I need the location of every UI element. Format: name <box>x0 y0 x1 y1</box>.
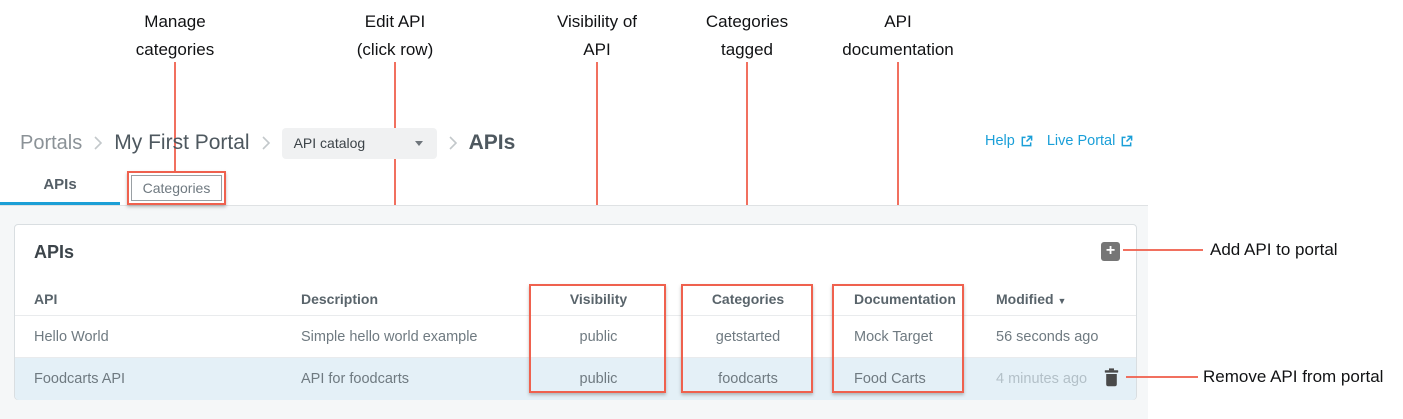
table-row-hello-world[interactable]: Hello World Simple hello world example p… <box>15 316 1136 358</box>
column-header-documentation: Documentation <box>854 290 956 307</box>
annotation-manage-categories: Manage categories <box>135 12 215 59</box>
column-header-categories: Categories <box>711 290 785 307</box>
remove-api-button[interactable] <box>1104 368 1119 387</box>
breadcrumb-current-apis: APIs <box>468 131 516 154</box>
cell-modified: 56 seconds ago <box>996 328 1099 345</box>
cell-categories: getstarted <box>715 328 781 345</box>
live-portal-link[interactable]: Live Portal <box>1047 133 1134 149</box>
breadcrumb: Portals My First Portal API catalog APIs <box>20 126 515 160</box>
chevron-down-icon <box>414 140 423 146</box>
annotation-box-documentation-column <box>832 284 964 393</box>
sort-descending-icon: ▼ <box>1057 295 1067 306</box>
cell-description: Simple hello world example <box>301 328 478 345</box>
tab-categories[interactable]: Categories <box>131 175 222 201</box>
cell-description: API for foodcarts <box>301 371 409 387</box>
annotation-box-visibility-column <box>529 284 666 393</box>
external-link-icon <box>1021 135 1033 146</box>
breadcrumb-portals[interactable]: Portals <box>20 131 83 154</box>
annotation-line-manage-categories <box>174 62 176 171</box>
table-header-row: API Description Visibility Categories Do… <box>15 282 1136 316</box>
panel-title: APIs <box>34 242 75 262</box>
chevron-right-icon <box>448 135 458 151</box>
annotation-edit-api: Edit API (click row) <box>356 12 434 59</box>
cell-api: Hello World <box>34 328 109 345</box>
help-link-label: Help <box>985 133 1015 149</box>
annotation-visibility-of-api: Visibility of API <box>557 12 637 59</box>
apis-panel: APIs + API Description Visibility Catego… <box>14 224 1137 400</box>
cell-api: Foodcarts API <box>34 371 126 387</box>
page-type-dropdown-value: API catalog <box>293 135 366 151</box>
cell-modified: 4 minutes ago <box>996 371 1088 387</box>
annotation-box-categories-tab <box>127 171 226 205</box>
cell-visibility: public <box>579 371 618 387</box>
column-header-visibility: Visibility <box>569 290 628 307</box>
annotation-categories-tagged: Categories tagged <box>705 12 789 59</box>
annotation-remove-api: Remove API from portal <box>1203 367 1384 386</box>
tab-apis[interactable]: APIs <box>43 176 77 193</box>
live-portal-link-label: Live Portal <box>1046 133 1116 149</box>
cell-categories: foodcarts <box>718 371 778 387</box>
help-link[interactable]: Help <box>985 133 1033 149</box>
tab-bar-divider <box>0 205 1148 206</box>
chevron-right-icon <box>93 135 103 151</box>
column-header-api: API <box>34 290 58 307</box>
column-header-modified[interactable]: Modified▼ <box>996 290 1067 307</box>
cell-documentation: Mock Target <box>854 328 933 345</box>
annotation-api-documentation: API documentation <box>842 12 954 59</box>
annotation-box-categories-column <box>681 284 813 393</box>
column-header-description: Description <box>301 290 379 307</box>
breadcrumb-portal-name[interactable]: My First Portal <box>114 131 250 154</box>
cell-visibility: public <box>579 328 618 345</box>
annotation-line-remove-api <box>1126 376 1198 378</box>
chevron-right-icon <box>261 135 271 151</box>
external-link-icon <box>1121 135 1133 146</box>
table-row-foodcarts-api[interactable]: Foodcarts API API for foodcarts public f… <box>15 358 1136 400</box>
annotation-line-visibility <box>596 62 598 284</box>
annotation-line-categories <box>746 62 748 284</box>
annotation-add-api: Add API to portal <box>1210 240 1338 259</box>
annotation-line-documentation <box>897 62 899 284</box>
header-links: Help Live Portal <box>985 133 1133 149</box>
cell-documentation: Food Carts <box>854 371 926 387</box>
add-api-button[interactable]: + <box>1101 242 1120 261</box>
annotation-line-add-api <box>1123 249 1203 251</box>
page-type-dropdown[interactable]: API catalog <box>281 127 437 159</box>
active-tab-underline <box>0 202 120 206</box>
trash-icon <box>1104 368 1119 387</box>
